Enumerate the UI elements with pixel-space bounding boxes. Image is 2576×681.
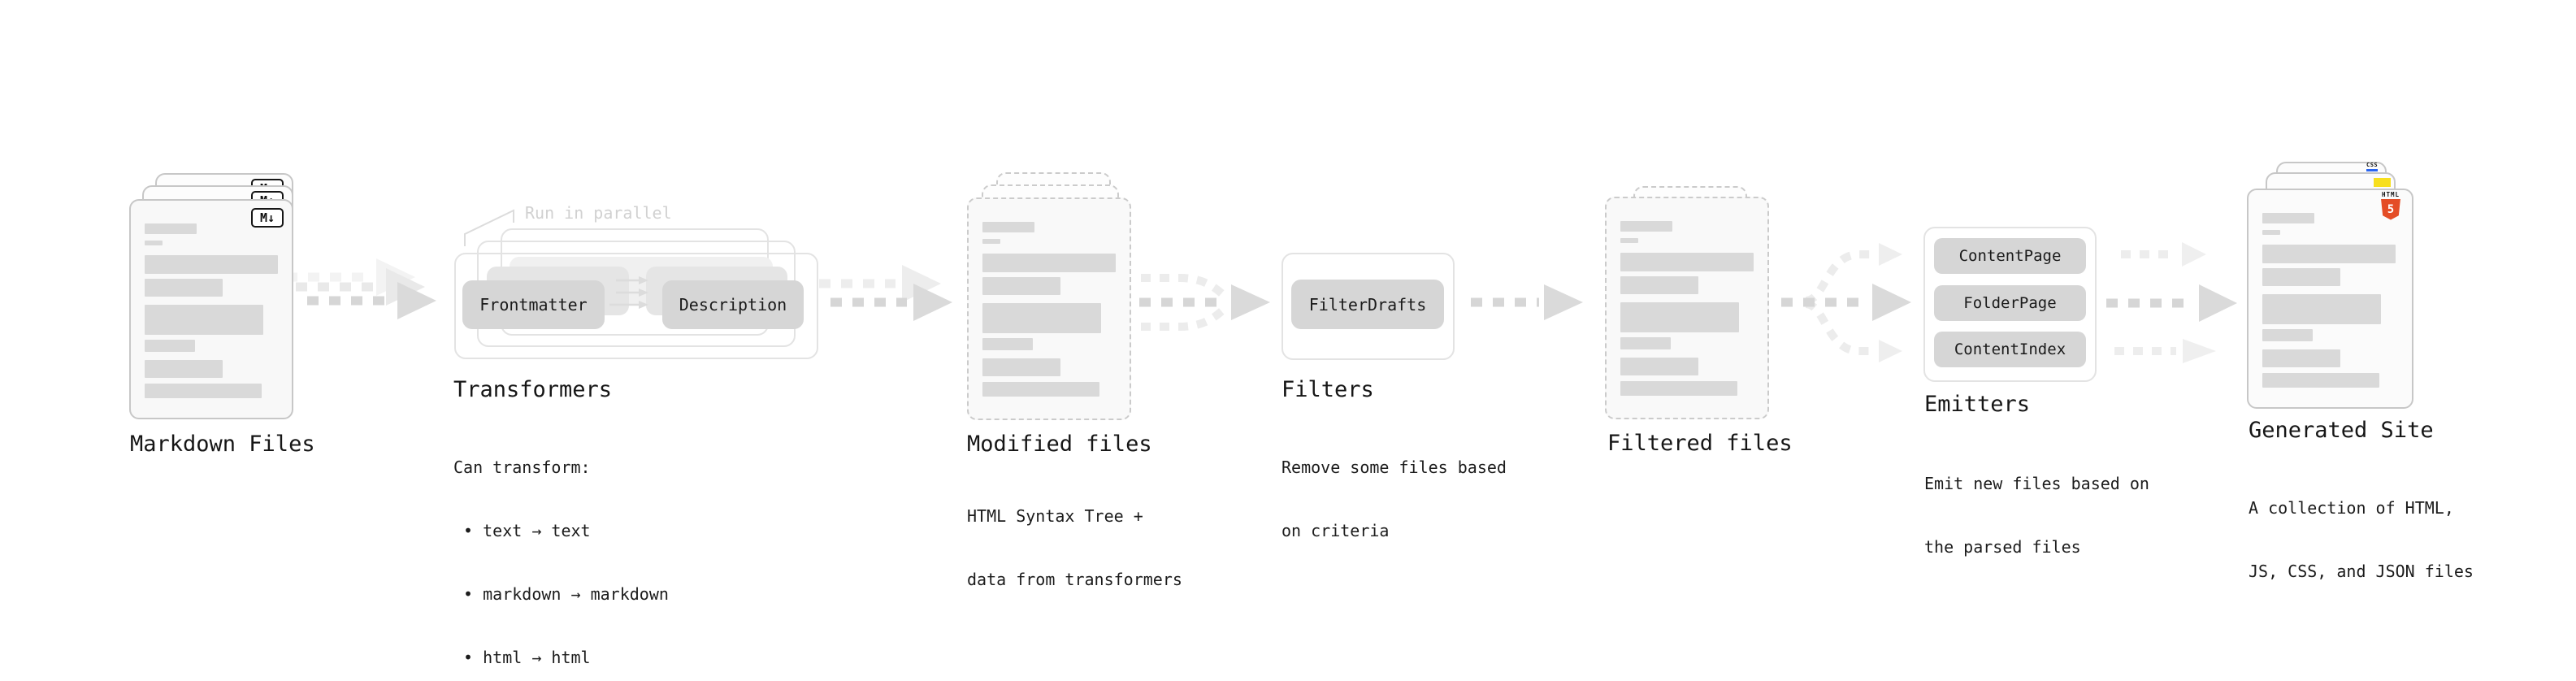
sub-line: Can transform: — [453, 458, 591, 477]
emitters-description: Emit new files based on the parsed files — [1924, 431, 2149, 600]
placeholder-bar — [2262, 230, 2280, 235]
sub-line: • markdown → markdown — [453, 584, 669, 604]
markdown-file-card: M↓ — [129, 199, 293, 419]
stage-label-emitters: Emitters — [1924, 392, 2031, 417]
html5-word: HTML — [2381, 191, 2400, 198]
sub-line: Remove some files based — [1281, 458, 1507, 477]
run-in-parallel-note: Run in parallel — [525, 203, 672, 223]
sub-line: • html → html — [453, 648, 591, 667]
stage-label-transformers: Transformers — [453, 377, 613, 402]
stage-label-filtered-files: Filtered files — [1607, 431, 1793, 456]
placeholder-bar — [2262, 268, 2340, 286]
transformer-node-description: Description — [662, 280, 804, 329]
placeholder-bar — [145, 360, 223, 378]
placeholder-bar — [145, 305, 263, 335]
placeholder-bar — [982, 222, 1034, 232]
placeholder-bar — [2262, 349, 2340, 367]
placeholder-bar — [1620, 253, 1754, 271]
sub-line: • text → text — [453, 521, 591, 540]
html5-badge-icon: HTML 5 — [2380, 192, 2401, 220]
arrow-transformers-to-modified — [819, 265, 952, 321]
placeholder-bar — [1620, 302, 1739, 332]
placeholder-bar — [145, 384, 262, 398]
emitter-node-contentindex: ContentIndex — [1934, 332, 2086, 367]
transformer-node-frontmatter: Frontmatter — [462, 280, 605, 329]
arrow-filtered-to-emitters — [1781, 243, 1911, 362]
emitter-node-contentpage: ContentPage — [1934, 238, 2086, 274]
placeholder-bar — [1620, 337, 1671, 349]
placeholder-bar — [982, 277, 1060, 295]
placeholder-bar — [2262, 245, 2396, 263]
placeholder-bar — [145, 255, 278, 274]
document-content-placeholder — [982, 222, 1116, 397]
placeholder-bar — [2262, 213, 2314, 223]
placeholder-bar — [982, 303, 1101, 333]
emitter-node-folderpage: FolderPage — [1934, 285, 2086, 321]
sub-line: JS, CSS, and JSON files — [2249, 562, 2474, 581]
placeholder-bar — [1620, 276, 1698, 294]
placeholder-bar — [2262, 373, 2379, 388]
placeholder-bar — [1620, 381, 1737, 396]
sub-line: the parsed files — [1924, 537, 2081, 557]
stage-label-modified-files: Modified files — [967, 432, 1152, 457]
arrow-markdown-to-transformers — [286, 258, 436, 319]
placeholder-bar — [1620, 358, 1698, 375]
arrow-emitters-to-generated — [2106, 242, 2237, 363]
sub-line: Emit new files based on — [1924, 474, 2149, 493]
placeholder-bar — [1620, 238, 1638, 243]
generated-file-card-html — [2247, 189, 2413, 409]
sub-line: A collection of HTML, — [2249, 498, 2454, 518]
modified-files-description: HTML Syntax Tree + data from transformer… — [967, 463, 1182, 632]
generated-site-description: A collection of HTML, JS, CSS, and JSON … — [2249, 455, 2474, 624]
placeholder-bar — [982, 338, 1033, 350]
stage-label-filters: Filters — [1281, 377, 1374, 402]
sub-line: on criteria — [1281, 521, 1390, 540]
parallel-run-arrows — [609, 276, 648, 309]
placeholder-bar — [982, 239, 1000, 244]
placeholder-bar — [145, 223, 197, 234]
arrow-filters-to-filtered — [1471, 284, 1583, 320]
placeholder-bar — [982, 382, 1099, 397]
sub-line: HTML Syntax Tree + — [967, 506, 1143, 526]
document-content-placeholder — [145, 223, 278, 398]
modified-file-card — [967, 197, 1131, 420]
transformer-frame-front — [454, 253, 818, 359]
placeholder-bar — [1620, 221, 1672, 232]
markdown-icon: M↓ — [251, 208, 284, 228]
placeholder-bar — [145, 340, 195, 352]
html5-shield: 5 — [2381, 198, 2400, 220]
sub-line: data from transformers — [967, 570, 1182, 589]
placeholder-bar — [145, 279, 223, 297]
placeholder-bar — [982, 254, 1116, 272]
filtered-file-card — [1605, 197, 1769, 419]
css-badge-icon: CSS — [2366, 163, 2379, 171]
document-content-placeholder — [1620, 221, 1754, 396]
arrow-modified-to-filters — [1139, 274, 1270, 331]
stage-label-generated-site: Generated Site — [2249, 418, 2434, 443]
transformers-description: Can transform: • text → text • markdown … — [453, 414, 669, 681]
filters-description: Remove some files based on criteria — [1281, 414, 1507, 583]
placeholder-bar — [2262, 329, 2313, 341]
filter-node-filterdrafts: FilterDrafts — [1291, 280, 1444, 329]
stage-label-markdown-files: Markdown Files — [130, 432, 315, 457]
document-content-placeholder — [2262, 213, 2396, 388]
placeholder-bar — [982, 358, 1060, 376]
js-badge-icon — [2374, 178, 2391, 187]
placeholder-bar — [2262, 294, 2381, 324]
placeholder-bar — [145, 241, 163, 245]
